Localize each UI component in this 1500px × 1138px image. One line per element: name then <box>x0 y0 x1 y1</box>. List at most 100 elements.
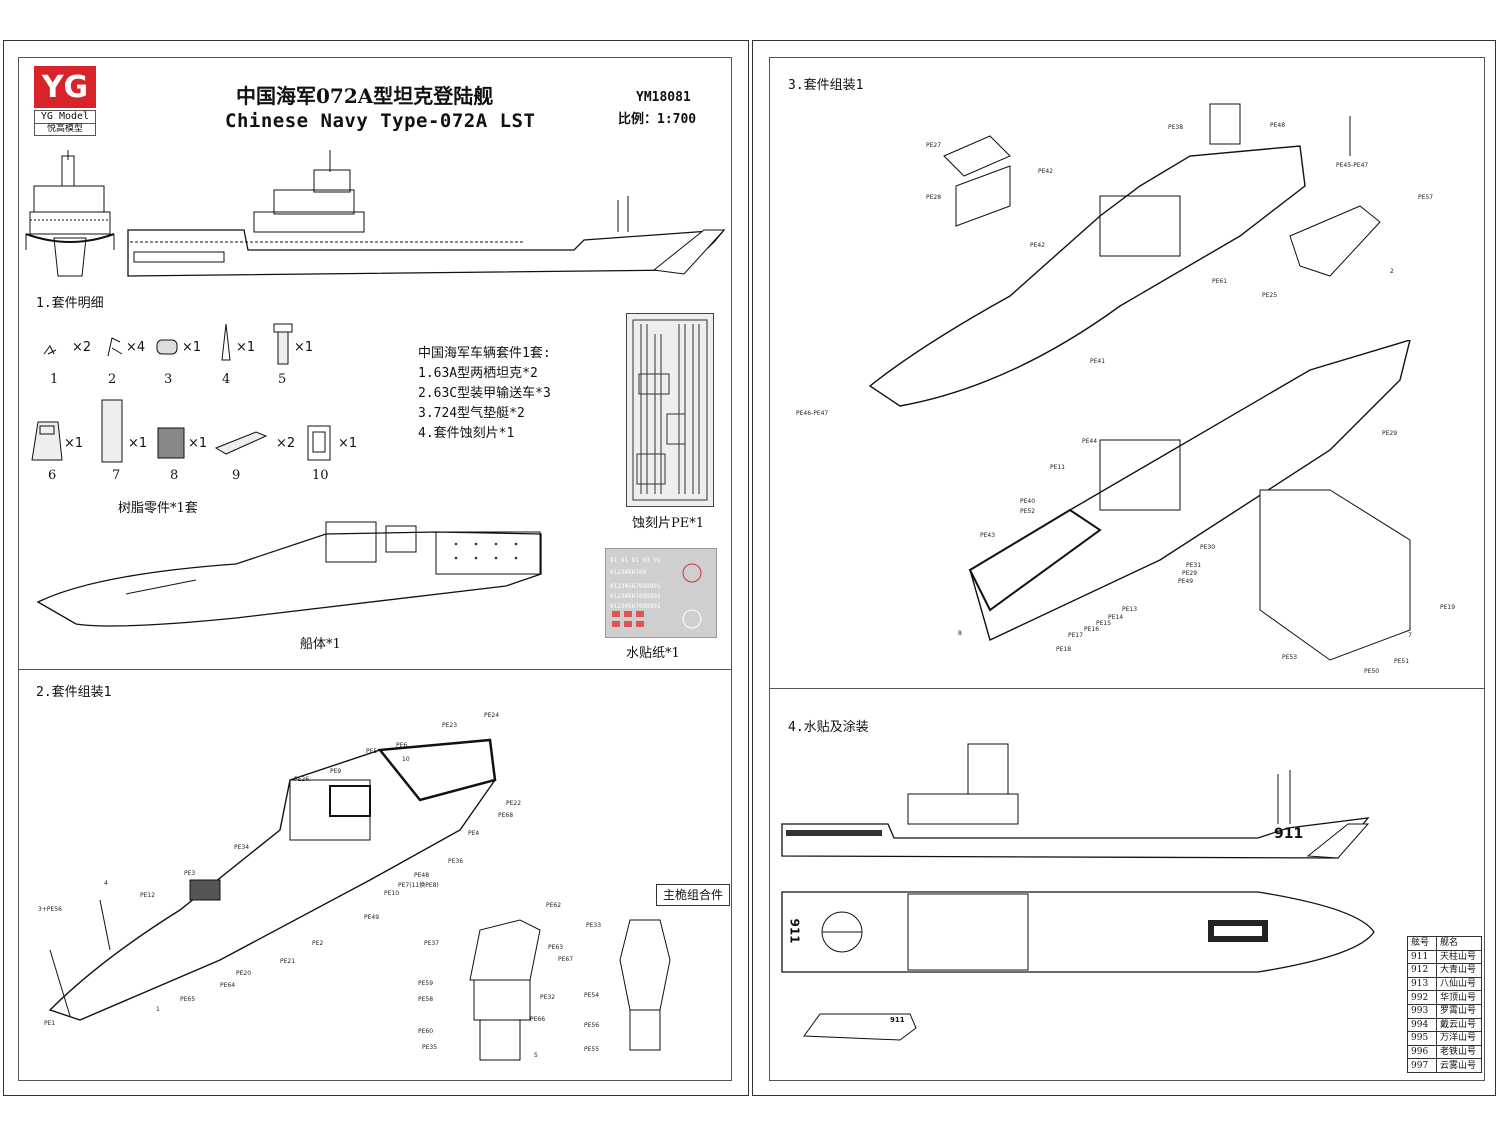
right-sheet <box>769 57 1485 1081</box>
hull-number-cell: 993 <box>1407 1003 1437 1019</box>
callout-label: 3+PE56 <box>38 906 62 913</box>
section-2-title: 2.套件组装1 <box>36 685 112 700</box>
left-divider <box>18 669 732 670</box>
ship-name-cell: 罗霄山号 <box>1436 1003 1482 1019</box>
brand-logo: YG YG Model 悦高模型 <box>34 66 96 136</box>
part-2-icon <box>107 337 123 357</box>
callout-label: PE61 <box>1212 278 1228 285</box>
callout-label: PE65 <box>180 996 196 1003</box>
callout-label: PE12 <box>140 892 156 899</box>
part-7-qty: ×1 <box>128 436 148 451</box>
ship-name-cell: 八仙山号 <box>1436 976 1482 992</box>
part-8-qty: ×1 <box>188 436 208 451</box>
callout-label: PE19 <box>1440 604 1456 611</box>
paint-profile-view <box>781 743 1370 859</box>
hull-caption: 船体*1 <box>300 637 341 652</box>
decal-row: 01234567899991 <box>610 593 661 600</box>
part-9-icon <box>214 431 268 455</box>
ship-name-cell: 云雾山号 <box>1436 1058 1482 1073</box>
vehicle-item: 3.724型气垫艇*2 <box>418 406 525 421</box>
product-code: YM18081 <box>636 90 691 105</box>
callout-label: PE1 <box>44 1020 56 1027</box>
callout-label: PE26 <box>294 776 310 783</box>
part-2-qty: ×4 <box>126 340 146 355</box>
callout-label: PE45-PE47 <box>1336 162 1369 169</box>
part-3-num: 3 <box>164 372 173 387</box>
part-4-icon <box>221 323 231 361</box>
callout-label: PE37 <box>424 940 440 947</box>
scale-label: 比例：1:700 <box>618 112 697 127</box>
callout-label: PE15 <box>1096 620 1112 627</box>
column-header: 舰名 <box>1436 936 1482 951</box>
callout-label: 8 <box>958 630 962 637</box>
part-3-icon <box>156 339 178 355</box>
hull-number-cell: 994 <box>1407 1017 1437 1033</box>
hull-number-cell: 911 <box>1407 949 1437 965</box>
callout-label: 7 <box>1408 632 1412 639</box>
part-1-icon <box>43 345 57 355</box>
callout-label: PE33 <box>586 922 602 929</box>
callout-label: 2 <box>1390 268 1394 275</box>
paint-plan-view <box>781 891 1375 973</box>
hull-number-cell: 997 <box>1407 1058 1437 1073</box>
vehicle-set-list: 中国海军车辆套件1套: 1.63A型两栖坦克*2 2.63C型装甲输送车*3 3… <box>418 344 551 444</box>
callout-label: PE62 <box>546 902 562 909</box>
part-1-num: 1 <box>50 372 59 387</box>
title-english: Chinese Navy Type-072A LST <box>225 110 536 132</box>
right-divider <box>769 688 1485 689</box>
callout-label: PE28 <box>926 194 942 201</box>
hull-number-small: 911 <box>890 1016 905 1024</box>
callout-label: 1 <box>156 1006 160 1013</box>
callout-label: PE66 <box>530 1016 546 1023</box>
callout-label: PE63 <box>548 944 564 951</box>
callout-label: PE50 <box>1364 668 1380 675</box>
callout-label: PE10 <box>384 890 400 897</box>
vehicle-item: 4.套件蚀刻片*1 <box>418 426 515 441</box>
section-3-title: 3.套件组装1 <box>788 78 864 93</box>
ship-name-cell: 万洋山号 <box>1436 1031 1482 1046</box>
assembly-2-drawing <box>48 738 497 1021</box>
callout-label: PE21 <box>280 958 296 965</box>
ship-name-cell: 华顶山号 <box>1436 990 1482 1005</box>
callout-label: PE9 <box>330 768 342 775</box>
callout-label: PE27 <box>926 142 942 149</box>
callout-label: PE54 <box>584 992 600 999</box>
callout-label: PE59 <box>418 980 434 987</box>
callout-label: PE55 <box>584 1046 600 1053</box>
callout-label: PE67 <box>558 956 574 963</box>
callout-label: PE22 <box>506 800 522 807</box>
mast-assembly-drawing <box>469 919 671 1061</box>
callout-label: PE57 <box>1418 194 1434 201</box>
part-6-icon <box>31 421 63 461</box>
paint-small-view <box>803 1013 917 1041</box>
logo-mark: YG <box>34 66 96 108</box>
mast-subassembly-label: 主桅组合件 <box>656 884 730 906</box>
left-sheet <box>18 57 732 1081</box>
callout-label: PE36 <box>448 858 464 865</box>
pe-caption: 蚀刻片PE*1 <box>632 516 705 531</box>
hull-number-cell: 995 <box>1407 1031 1437 1046</box>
decal-row: 01234567899991 <box>610 583 661 590</box>
callout-label: 10 <box>402 756 410 763</box>
callout-label: PE5 <box>366 748 378 755</box>
hull-number-cell: 912 <box>1407 963 1437 978</box>
part-8-icon <box>157 427 185 459</box>
vehicle-item: 1.63A型两栖坦克*2 <box>418 366 538 381</box>
callout-label: PE23 <box>442 722 458 729</box>
hull-drawing <box>36 521 542 627</box>
callout-label: PE60 <box>418 1028 434 1035</box>
callout-label: 4 <box>104 880 108 887</box>
part-10-qty: ×1 <box>338 436 358 451</box>
part-10-icon <box>307 425 331 461</box>
hull-number-side: 911 <box>1274 826 1304 842</box>
callout-label: PE38 <box>1168 124 1184 131</box>
callout-label: PE46-PE47 <box>796 410 829 417</box>
decal-graphics <box>612 563 702 629</box>
callout-label: PE42 <box>1038 168 1054 175</box>
part-9-qty: ×2 <box>276 436 296 451</box>
